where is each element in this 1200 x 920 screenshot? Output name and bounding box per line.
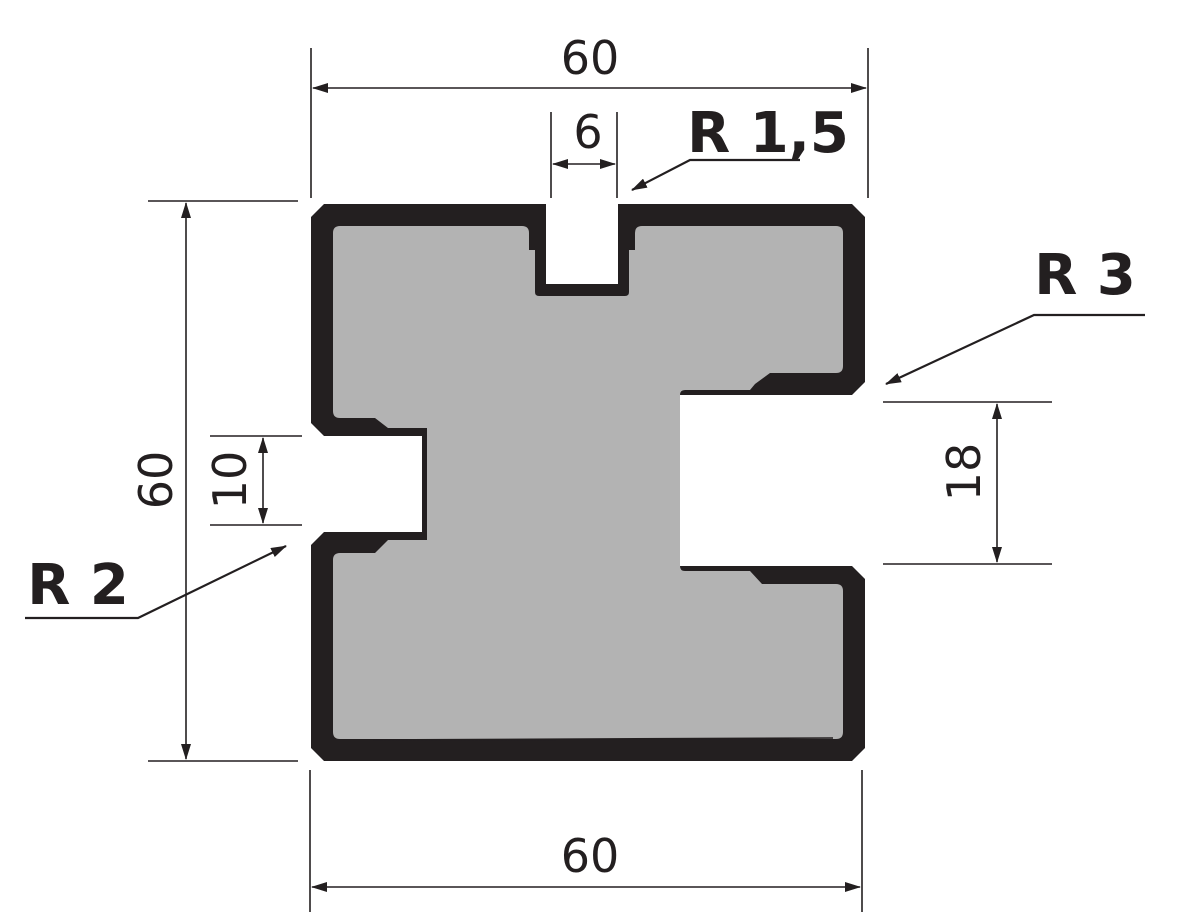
height-label: 60 xyxy=(129,451,183,510)
bottom-width-label: 60 xyxy=(561,829,620,883)
top-width-label: 60 xyxy=(561,31,620,85)
inner-edge-line xyxy=(372,737,834,741)
die-profile-body xyxy=(333,226,843,739)
top-slot-label: 6 xyxy=(573,105,602,159)
radius-right-leader xyxy=(885,313,1145,385)
radius-top-label: R 1,5 xyxy=(687,101,849,166)
radius-left-label: R 2 xyxy=(27,553,129,618)
left-slot-label: 10 xyxy=(203,451,257,510)
radius-right-label: R 3 xyxy=(1034,243,1136,308)
radius-left-leader xyxy=(25,545,287,620)
radius-top-leader xyxy=(631,158,800,191)
right-slot-label: 18 xyxy=(937,443,991,502)
